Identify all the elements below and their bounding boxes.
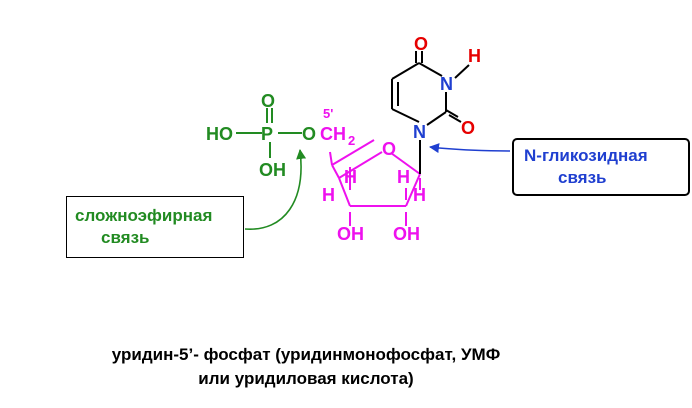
bond-c2-n1 <box>426 111 447 126</box>
arrow-ester <box>244 149 307 230</box>
uracil-bonds <box>391 51 470 126</box>
ribose-bonds <box>329 139 421 226</box>
figure-caption: уридин-5’- фосфат (уридинмонофосфат, УМФ… <box>0 343 612 391</box>
ribose-ring-o-label: O <box>382 139 396 159</box>
arrow-glycosidic <box>429 143 511 154</box>
caption-line2: или уридиловая кислота) <box>198 369 414 388</box>
ribose-5prime-label: 5' <box>323 106 333 121</box>
ester-bond-label-line1: сложноэфирная <box>75 206 213 225</box>
bond-c4-n3 <box>418 62 443 77</box>
ester-bond-label-line2: связь <box>101 228 150 247</box>
bond-c4-c5-exo <box>329 151 333 166</box>
ribose-oh-3: OH <box>337 224 364 244</box>
uracil-h-label: H <box>468 46 481 66</box>
glycosidic-bond-label-line2: связь <box>558 168 607 187</box>
phosphate-o-double-label: O <box>261 91 275 111</box>
uracil-n3-label: N <box>440 74 453 94</box>
ester-bond-label-box: сложноэфирная связь <box>66 196 244 258</box>
caption-line1: уридин-5’- фосфат (уридинмонофосфат, УМФ <box>111 345 501 364</box>
uracil-n1-label: N <box>413 122 426 142</box>
ribose-h-2: H <box>322 185 335 205</box>
phosphate-oh-label: OH <box>259 160 286 180</box>
bond-c4-c3 <box>338 177 351 207</box>
uracil-o2-label: O <box>461 118 475 138</box>
glycosidic-bond-label-box: N-гликозидная связь <box>512 138 690 196</box>
ribose-h-3: H <box>397 167 410 187</box>
bond-o4-c4 <box>338 151 383 179</box>
bond-c2-c1 <box>405 173 421 207</box>
ribose-h-1: H <box>344 167 357 187</box>
ribose-h-4: H <box>413 185 426 205</box>
uracil-o4-label: O <box>414 34 428 54</box>
phosphate-p-label: P <box>261 124 273 144</box>
bond-c5-c4 <box>391 62 420 80</box>
phosphate-ho-label: HO <box>206 124 233 144</box>
ribose-oh-2: OH <box>393 224 420 244</box>
phosphate-bonds <box>236 108 302 158</box>
bond-n1-c6 <box>391 108 420 123</box>
ribose-ch-label: CH <box>320 124 346 144</box>
bond-c2-o-double-a <box>445 109 459 118</box>
bond-c4-cap <box>331 164 340 179</box>
bond-c1-o4 <box>390 152 421 175</box>
phosphate-o-bridge-label: O <box>302 124 316 144</box>
bond-c4-c5 <box>331 139 375 166</box>
glycosidic-bond-label-line1: N-гликозидная <box>524 146 648 165</box>
bond-c2-o-double-b <box>448 114 462 123</box>
bond-n3-h <box>454 64 470 79</box>
ribose-ch2-subscript: 2 <box>348 133 355 148</box>
